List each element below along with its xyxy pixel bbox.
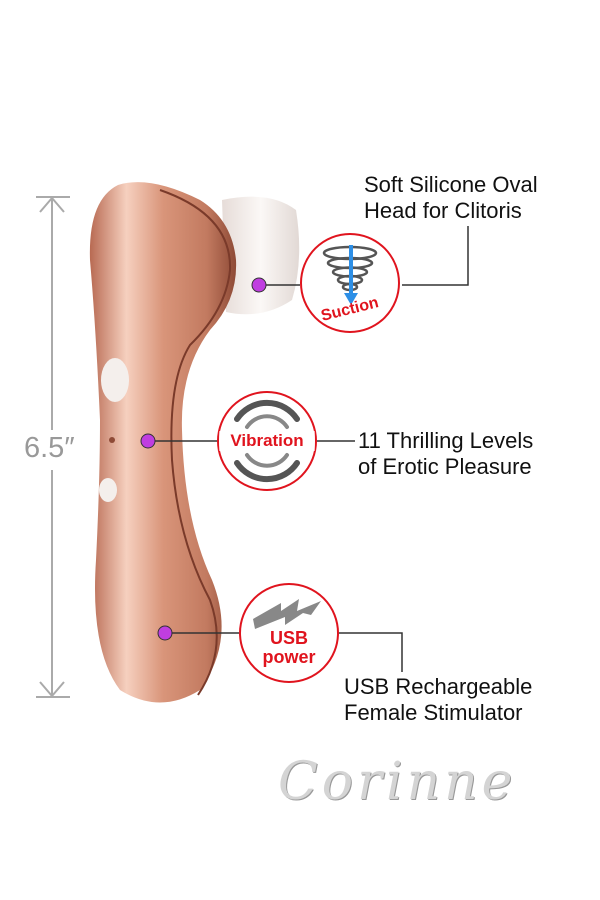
device-body (89, 182, 237, 703)
feature-line: of Erotic Pleasure (358, 454, 532, 479)
brand-logo: Corinne (278, 752, 517, 812)
usb-power-label: USB power (241, 629, 337, 667)
badge-line: power (262, 647, 316, 667)
marker-dot-head (251, 277, 267, 293)
feature-text-usb: USB Rechargeable Female Stimulator (344, 674, 532, 726)
height-label: 6.5″ (24, 430, 75, 467)
feature-line: 11 Thrilling Levels (358, 428, 534, 453)
button-top (101, 358, 129, 402)
marker-dot-controls (140, 433, 156, 449)
vibration-badge: Vibration (217, 391, 317, 491)
feature-line: Head for Clitoris (364, 198, 522, 223)
button-bottom (99, 478, 117, 502)
suction-badge: Suction (300, 233, 400, 333)
feature-line: USB Rechargeable (344, 674, 533, 699)
badge-line: USB (269, 628, 308, 648)
marker-dot-base (157, 625, 173, 641)
vibration-label: Vibration (219, 431, 315, 451)
lightning-arrow-icon (253, 599, 321, 629)
feature-text-vibration: 11 Thrilling Levels of Erotic Pleasure (358, 428, 533, 480)
feature-line: Female Stimulator (344, 700, 523, 725)
feature-line: Soft Silicone Oval (364, 172, 538, 197)
dimension-line (36, 196, 70, 698)
vibration-waves-icon (234, 399, 300, 483)
suction-spiral-icon (322, 245, 378, 305)
feature-text-head: Soft Silicone Oval Head for Clitoris (364, 172, 538, 224)
connector-lines (148, 226, 469, 672)
usb-power-badge: USB power (239, 583, 339, 683)
